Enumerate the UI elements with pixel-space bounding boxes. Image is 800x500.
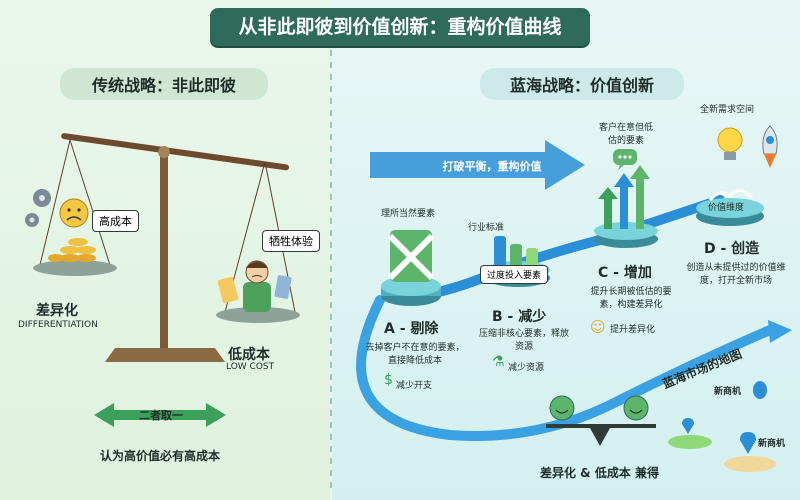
node-d-title: D - 创造 xyxy=(704,241,760,257)
node-a-icon-text: 减少开支 xyxy=(396,381,433,391)
node-c-note: 客户在意但低估的要素 xyxy=(598,123,653,146)
node-c-icon-text: 提升差异化 xyxy=(610,325,656,335)
industry-standard-label: 行业标准 xyxy=(468,223,505,233)
balance-scale-illustration xyxy=(25,133,300,362)
low-cost-label: 低成本 xyxy=(228,347,270,363)
scale-pivot xyxy=(158,146,170,158)
balanced-scale-icon xyxy=(546,395,656,446)
gear-icon xyxy=(25,189,51,227)
node-b-desc: 压缩非核心要素，释放资源 xyxy=(478,329,569,352)
both-label: 差异化 & 低成本 兼得 xyxy=(540,466,659,480)
value-curve-line xyxy=(395,195,725,305)
node-c-pedestal xyxy=(594,165,658,248)
node-d-pedestal xyxy=(696,189,764,226)
scale-beam xyxy=(61,133,290,171)
new-market-2: 新商机 xyxy=(758,439,786,449)
either-arrow-icon xyxy=(94,403,226,427)
page-title: 从非此即彼到价值创新：重构价值曲线 xyxy=(210,8,590,46)
node-a-desc: 去掉客户不在意的要素，直接降低成本 xyxy=(365,343,465,366)
node-b-tag: 过度投入要素 xyxy=(480,265,549,284)
pin-icon-2 xyxy=(682,418,694,434)
rocket-icon xyxy=(762,125,778,168)
high-cost-tag: 高成本 xyxy=(92,210,139,232)
node-b-title: B - 减少 xyxy=(492,309,547,325)
node-c-desc: 提升长期被低估的要素，构建差异化 xyxy=(590,287,672,310)
break-balance-label: 打破平衡，重构价值 xyxy=(442,160,542,173)
differentiation-en: DIFFERENTIATION xyxy=(18,320,98,330)
person-icon xyxy=(217,260,292,312)
new-market-1: 新商机 xyxy=(714,387,742,397)
left-bottom-text: 认为高价值必有高成本 xyxy=(99,449,220,463)
blue-ocean-curve xyxy=(356,295,775,441)
smile-icon: ☺ xyxy=(590,318,606,336)
low-cost-en: LOW COST xyxy=(226,362,275,372)
flask-icon: ⚗ xyxy=(492,354,505,370)
differentiation-label: 差异化 xyxy=(36,303,78,319)
either-label: 二者取一 xyxy=(139,409,183,422)
left-heading: 传统战略：非此即彼 xyxy=(60,68,268,100)
node-d-tag: 价值维度 xyxy=(708,203,745,213)
divider xyxy=(330,50,332,490)
pin-icon-3 xyxy=(740,432,756,454)
bar-icon xyxy=(494,236,506,266)
node-c-title: C - 增加 xyxy=(598,265,652,281)
value-curve xyxy=(356,195,792,441)
node-d-note: 全新需求空间 xyxy=(700,105,755,115)
node-d-desc: 创造从未提供过的价值维度，打开全新市场 xyxy=(686,263,786,286)
coins-icon xyxy=(48,238,96,262)
money-icon: $ xyxy=(384,372,393,388)
node-a-pedestal xyxy=(381,230,441,306)
sacrifice-tag: 牺牲体验 xyxy=(262,230,320,252)
right-pan xyxy=(216,307,300,323)
left-pan xyxy=(33,260,117,276)
islands-illustration xyxy=(668,381,776,472)
right-heading: 蓝海战略：价值创新 xyxy=(480,68,684,100)
scale-base xyxy=(105,348,225,362)
arrow-up-icon xyxy=(598,187,618,229)
pin-icon xyxy=(753,381,767,399)
scale-pole xyxy=(160,148,168,358)
node-a-note: 理所当然要素 xyxy=(380,209,435,219)
chat-bubble-icon xyxy=(613,149,637,170)
node-b-icon-text: 减少资源 xyxy=(508,363,545,373)
lightbulb-icon xyxy=(717,127,743,160)
node-a-title: A - 剔除 xyxy=(384,321,439,337)
sad-face-icon xyxy=(59,198,89,228)
break-balance-arrow-icon xyxy=(370,140,585,190)
